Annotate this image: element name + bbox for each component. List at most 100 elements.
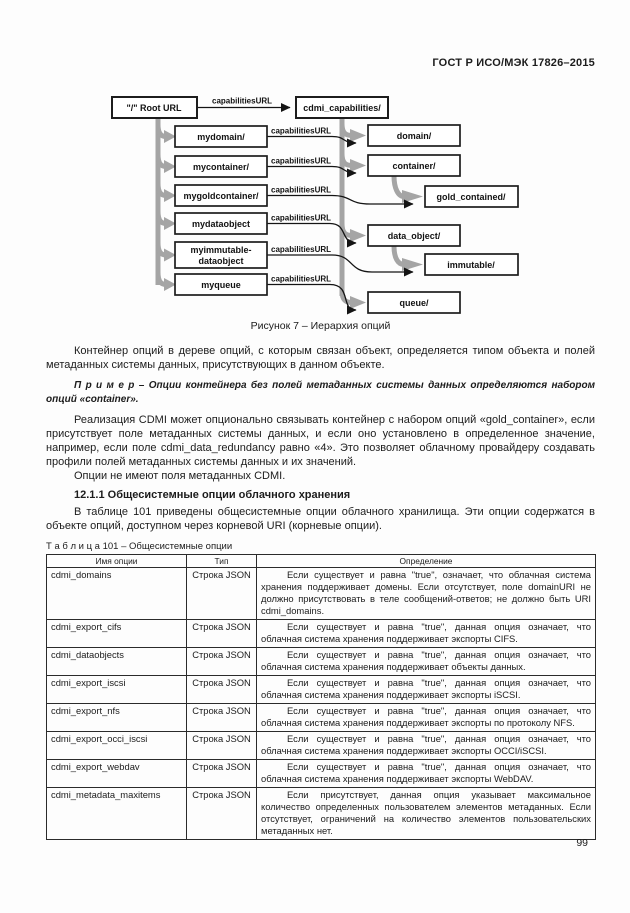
example-label: П р и м е р — [74, 380, 135, 391]
table-101-label: Т а б л и ц а 101 – Общесистемные опции — [46, 541, 233, 552]
arrow-mycontainer-container — [267, 165, 357, 178]
arrow-mygoldcontainer-gold — [267, 194, 414, 209]
column-header-type: Тип — [186, 554, 257, 568]
option-definition: Если существует и равна "true", данная о… — [256, 675, 596, 704]
node-domain-label: domain/ — [397, 131, 432, 141]
option-type: Строка JSON — [186, 675, 257, 704]
branch-domain-arrowhead — [350, 129, 366, 142]
option-name: cdmi_metadata_maxitems — [46, 787, 187, 840]
node-myqueue-box — [174, 273, 268, 296]
option-type: Строка JSON — [186, 619, 257, 648]
arrow-myimmutable-immutable — [267, 254, 414, 277]
node-data-object-label: data_object/ — [388, 231, 441, 241]
paragraph-no-metadata: Опции не имеют поля метаданных CDMI. — [74, 470, 286, 482]
option-type: Строка JSON — [186, 759, 257, 788]
branch-mycontainer-arrowhead — [164, 160, 176, 173]
option-definition: Если существует и равна "true", означает… — [256, 567, 596, 620]
branch-container-arrowhead — [350, 159, 366, 172]
arrow-label-capabilitiesurl: capabilitiesURL — [271, 157, 331, 166]
table-row: cdmi_metadata_maxitems Строка JSON Если … — [46, 787, 596, 840]
page-number: 99 — [576, 837, 588, 849]
table-row: cdmi_export_cifs Строка JSON Если сущест… — [46, 619, 596, 648]
node-gold-contained-box — [424, 185, 519, 208]
node-myimmutable-label-line1: myimmutable- — [190, 245, 251, 255]
option-type: Строка JSON — [186, 647, 257, 676]
branch-queue-arrowhead — [350, 296, 366, 309]
arrow-mydomain-domain — [267, 135, 357, 148]
option-name: cdmi_export_webdav — [46, 759, 187, 788]
node-mygoldcontainer-label: mygoldcontainer/ — [183, 191, 259, 201]
node-data-object-box — [367, 224, 461, 247]
node-root-box — [111, 96, 198, 119]
arrow-label-capabilitiesurl: capabilitiesURL — [271, 275, 331, 284]
example-text: – Опции контейнера без полей метаданных … — [46, 380, 595, 405]
branch-mygoldcontainer-arrowhead — [164, 189, 176, 202]
node-container-label: container/ — [392, 161, 436, 171]
branch-mydomain-arrowhead — [164, 130, 176, 143]
options-hierarchy-diagram: capabilitiesURL capabilitiesURL capabili… — [111, 96, 519, 315]
option-definition: Если присутствует, данная опция указывае… — [256, 787, 596, 840]
branch-myqueue-arrowhead — [164, 278, 176, 291]
option-definition: Если существует и равна "true", данная о… — [256, 703, 596, 732]
example-note: П р и м е р – Опции контейнера без полей… — [46, 379, 595, 406]
option-name: cdmi_domains — [46, 567, 187, 620]
node-mycontainer-label: mycontainer/ — [193, 162, 250, 172]
table-header-row: Имя опции Тип Определение — [46, 554, 596, 568]
option-type: Строка JSON — [186, 567, 257, 620]
node-myqueue-label: myqueue — [201, 280, 241, 290]
document-title: ГОСТ Р ИСО/МЭК 17826–2015 — [432, 57, 595, 69]
system-wide-options-table: Имя опции Тип Определение cdmi_domains С… — [46, 554, 596, 840]
node-immutable-label: immutable/ — [447, 260, 495, 270]
node-mydataobject-box — [174, 212, 268, 235]
arrow-label-capabilitiesurl: capabilitiesURL — [271, 214, 331, 223]
node-mycontainer-box — [174, 155, 268, 178]
option-definition: Если существует и равна "true", данная о… — [256, 759, 596, 788]
table-row: cdmi_export_iscsi Строка JSON Если сущес… — [46, 675, 596, 704]
table-row: cdmi_export_occi_iscsi Строка JSON Если … — [46, 731, 596, 760]
arrow-label-capabilitiesurl: capabilitiesURL — [271, 186, 331, 195]
branch-gold-contained-arrowhead — [402, 190, 423, 203]
node-root-label: "/" Root URL — [126, 103, 182, 113]
branch-immutable-arrowhead — [402, 258, 423, 271]
arrow-label-capabilitiesurl: capabilitiesURL — [271, 245, 331, 254]
option-name: cdmi_export_iscsi — [46, 675, 187, 704]
node-mydomain-label: mydomain/ — [197, 132, 245, 142]
section-heading-12-1-1: 12.1.1 Общесистемные опции облачного хра… — [74, 489, 351, 501]
option-definition: Если существует и равна "true", данная о… — [256, 647, 596, 676]
node-cdmi-capabilities-box — [295, 96, 389, 119]
option-name: cdmi_dataobjects — [46, 647, 187, 676]
node-queue-box — [367, 291, 461, 314]
node-mygoldcontainer-box — [174, 184, 268, 207]
table-row: cdmi_dataobjects Строка JSON Если сущест… — [46, 647, 596, 676]
table-row: cdmi_domains Строка JSON Если существует… — [46, 567, 596, 620]
paragraph-container-options: Контейнер опций в дереве опций, с которы… — [46, 345, 595, 371]
option-type: Строка JSON — [186, 787, 257, 840]
branch-data-object-arrowhead — [350, 229, 366, 242]
arrow-mydataobject-dataobject — [267, 222, 357, 248]
arrow-label-capabilitiesurl: capabilitiesURL — [271, 127, 331, 136]
option-name: cdmi_export_cifs — [46, 619, 187, 648]
node-mydataobject-label: mydataobject — [192, 219, 250, 229]
node-container-box — [367, 154, 461, 177]
node-gold-contained-label: gold_contained/ — [436, 192, 506, 202]
node-myimmutable-label-line2: dataobject — [198, 256, 243, 266]
node-domain-box — [367, 124, 461, 147]
branch-myimmutable-arrowhead — [164, 248, 176, 262]
option-definition: Если существует и равна "true", данная о… — [256, 619, 596, 648]
option-name: cdmi_export_nfs — [46, 703, 187, 732]
arrow-myqueue-queue — [267, 283, 357, 315]
page-body: Рисунок 7 – Иерархия опций Контейнер опц… — [46, 320, 596, 840]
option-type: Строка JSON — [186, 703, 257, 732]
arrow-label-capabilitiesurl: capabilitiesURL — [212, 97, 272, 106]
table-row: cdmi_export_webdav Строка JSON Если суще… — [46, 759, 596, 788]
node-immutable-box — [424, 253, 519, 276]
figure-caption: Рисунок 7 – Иерархия опций — [250, 320, 391, 332]
option-type: Строка JSON — [186, 731, 257, 760]
option-name: cdmi_export_occi_iscsi — [46, 731, 187, 760]
paragraph-table-intro: В таблице 101 приведены общесистемные оп… — [46, 506, 595, 532]
branch-mydataobject-arrowhead — [164, 217, 176, 230]
column-header-definition: Определение — [256, 554, 596, 568]
table-row: cdmi_export_nfs Строка JSON Если существ… — [46, 703, 596, 732]
option-definition: Если существует и равна "true", данная о… — [256, 731, 596, 760]
column-header-name: Имя опции — [46, 554, 187, 568]
